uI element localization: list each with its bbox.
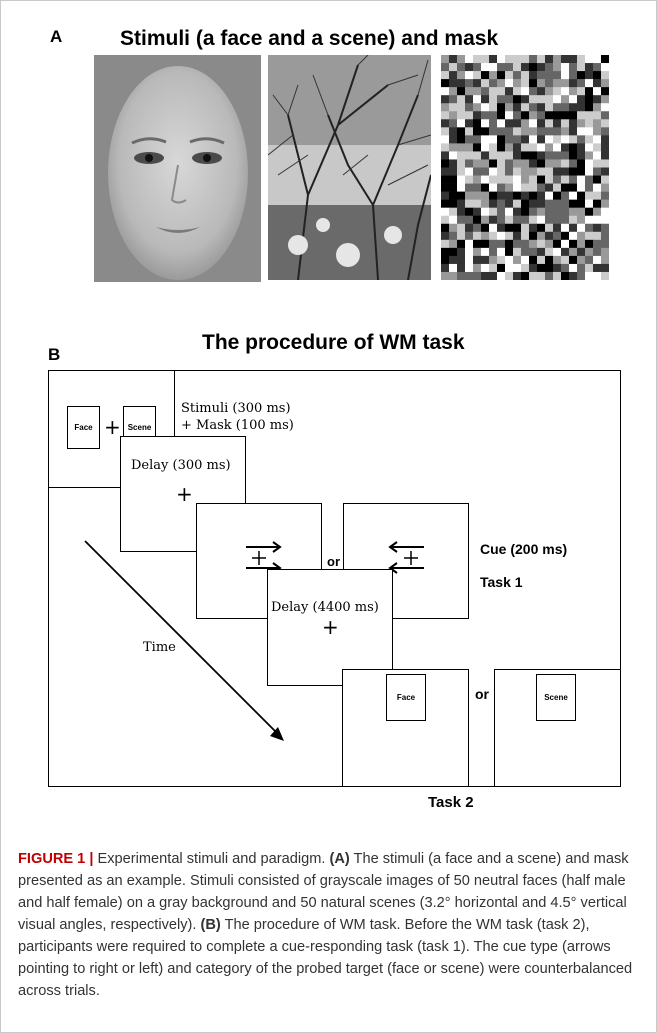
cue-duration-label: Cue (200 ms) xyxy=(480,541,568,557)
mask-image xyxy=(441,55,609,280)
task-1-label: Task 1 xyxy=(480,574,523,590)
right-arrows-icon xyxy=(246,541,282,574)
procedure-frame xyxy=(48,370,621,787)
panel-a-letter: A xyxy=(50,27,63,46)
panel-b-letter: B xyxy=(48,345,61,364)
stimuli-duration-label: Stimuli (300 ms) xyxy=(181,401,291,416)
delay-screen-2 xyxy=(267,569,393,686)
caption-figure-label: FIGURE 1 | xyxy=(18,851,94,867)
fixation-cross: + xyxy=(176,482,193,506)
figure-caption: FIGURE 1 | Experimental stimuli and para… xyxy=(18,848,643,1002)
delay-1-label: Delay (300 ms) xyxy=(131,458,231,473)
stimulus-face-box: Face xyxy=(67,406,100,449)
caption-b-text: The procedure of WM task. Before the WM … xyxy=(18,917,633,999)
left-arrows-icon xyxy=(388,541,424,574)
face-image xyxy=(94,55,261,282)
delay-2-label: Delay (4400 ms) xyxy=(271,600,379,615)
time-arrow-icon xyxy=(84,540,284,741)
caption-a-text: The stimuli (a face and a scene) and mas… xyxy=(18,851,629,933)
or-label: or xyxy=(327,554,340,569)
time-label: Time xyxy=(143,640,176,655)
probe-face-box: Face xyxy=(386,674,426,721)
fixation-cross: + xyxy=(104,415,121,439)
task-2-label: Task 2 xyxy=(428,794,474,811)
caption-a-tag: (A) xyxy=(329,851,350,867)
probe-scene-box: Scene xyxy=(536,674,576,721)
fixation-cross: + xyxy=(322,615,339,639)
or-label: or xyxy=(475,686,489,702)
probe-face-screen xyxy=(342,669,469,787)
caption-intro: Experimental stimuli and paradigm. xyxy=(93,851,330,867)
scene-image xyxy=(268,55,431,280)
mask-duration-label: + Mask (100 ms) xyxy=(181,418,294,433)
panel-a-title: Stimuli (a face and a scene) and mask xyxy=(120,27,499,50)
panel-b-title: The procedure of WM task xyxy=(202,331,465,354)
caption-b-tag: (B) xyxy=(200,917,221,933)
